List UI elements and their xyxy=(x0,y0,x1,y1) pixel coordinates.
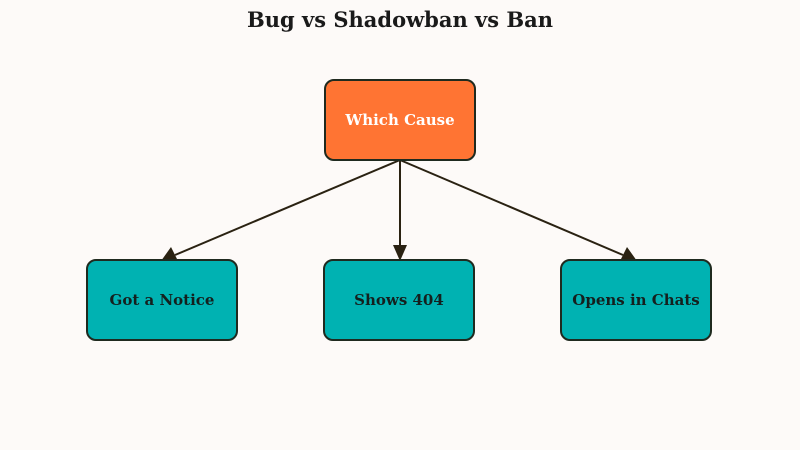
node-shows-404-label: Shows 404 xyxy=(354,291,444,309)
node-shows-404-box xyxy=(323,259,475,341)
edge-root-to-chats xyxy=(399,159,624,256)
edges xyxy=(161,159,637,263)
edge-root-to-notice xyxy=(174,159,401,256)
node-which-cause-box xyxy=(324,79,476,161)
node-opens-in-chats-box xyxy=(560,259,712,341)
node-got-a-notice-box xyxy=(86,259,238,341)
node-which-cause-label: Which Cause xyxy=(344,111,454,129)
node-which-cause: Which Cause xyxy=(324,79,476,161)
node-got-a-notice-label: Got a Notice xyxy=(110,291,215,309)
node-got-a-notice: Got a Notice xyxy=(86,259,238,341)
node-opens-in-chats: Opens in Chats xyxy=(560,259,712,341)
diagram-title: Bug vs Shadowban vs Ban xyxy=(247,7,553,32)
node-opens-in-chats-label: Opens in Chats xyxy=(572,291,699,309)
arrowhead-404 xyxy=(393,245,407,261)
node-shows-404: Shows 404 xyxy=(323,259,475,341)
